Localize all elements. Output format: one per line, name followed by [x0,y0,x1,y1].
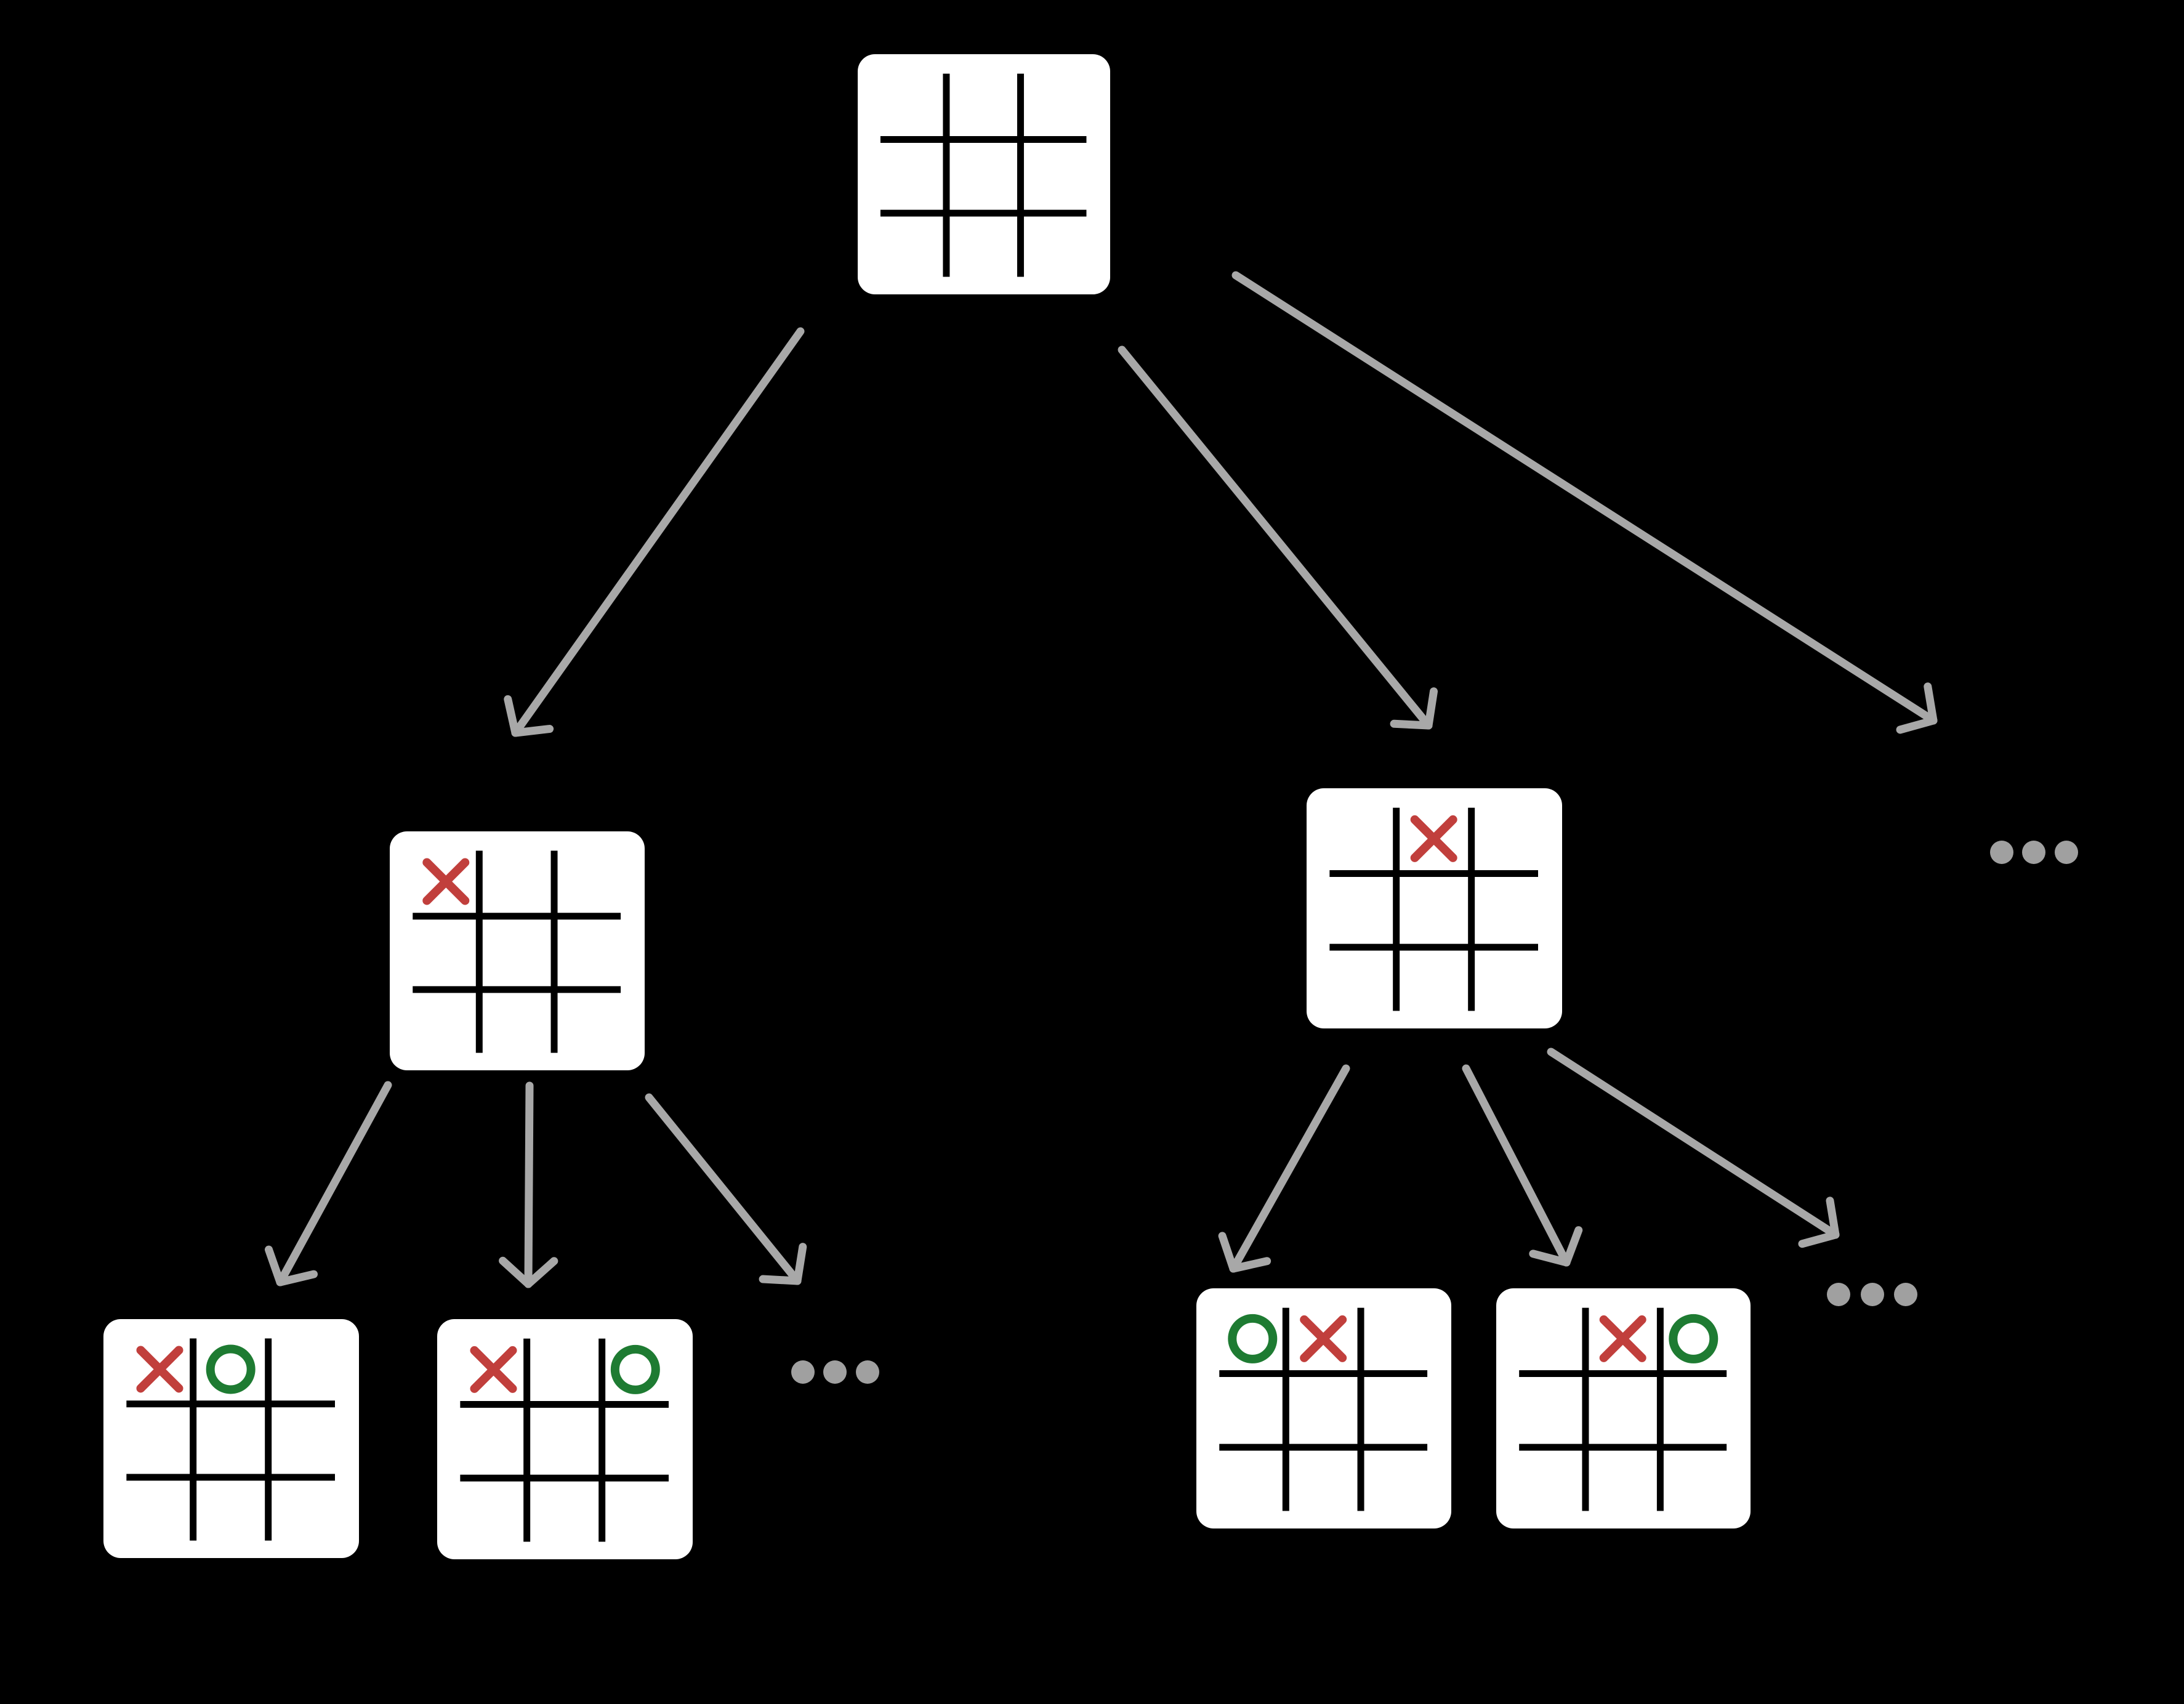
arrow-head-barb [499,1256,533,1288]
ellipsis-right-children-more [1827,1283,1917,1306]
board-card [858,54,1110,294]
arrow-head-barb [759,1275,802,1285]
arrow-xtl-to-leaf-xo-middle [264,1081,392,1286]
arrow-head-barb [793,1243,807,1285]
board-card [1196,1288,1451,1528]
arrow-shaft [645,1093,802,1285]
arrow-head-barb [1896,716,1938,734]
board-node-leaf-x-topleft-o-topright [437,1319,693,1559]
x-mark [136,1346,183,1393]
arrow-xtl-to-more [645,1093,807,1285]
ellipsis-root-children-more [1990,841,2078,864]
arrow-shaft [1118,345,1433,730]
o-mark [1669,1314,1719,1363]
arrow-shaft [1547,1048,1840,1239]
x-mark-stroke [1300,1315,1347,1362]
board-node-leaf-x-topleft-o-topmiddle [103,1319,359,1558]
arrow-head-barb [1798,1230,1840,1248]
ellipsis-left-children-more [791,1360,879,1384]
arrow-head-barb [276,1270,318,1286]
arrow-xtm-to-leaf-xo [1462,1064,1583,1267]
arrow-shaft [1462,1064,1571,1267]
arrow-head-barb [524,1257,558,1288]
ellipsis-dot [856,1360,879,1384]
arrow-shaft [1231,271,1938,725]
board-card [1496,1288,1751,1528]
arrow-root-to-more [1231,271,1938,734]
arrow-root-to-x-top-middle [1118,345,1438,730]
ellipsis-dot [1894,1283,1917,1306]
ellipsis-dot [1827,1283,1850,1306]
arrow-shaft [511,327,805,737]
arrow-xtm-to-more [1547,1048,1840,1248]
arrow-head-barb [1424,687,1438,730]
arrow-shaft [1229,1064,1350,1273]
board-node-leaf-o-topleft-x-topmiddle [1196,1288,1451,1528]
arrow-head-barb [1924,682,1938,725]
board-node-root-empty-board [858,54,1110,294]
x-mark [470,1346,517,1393]
o-mark [206,1344,256,1394]
x-mark [1599,1315,1646,1362]
x-mark [1300,1315,1347,1362]
board-node-child-x-top-middle [1307,788,1562,1028]
o-mark [1228,1314,1278,1363]
x-mark [1410,815,1457,862]
ellipsis-dot [2022,841,2045,864]
o-mark [610,1344,660,1394]
arrow-head-barb [1390,719,1433,730]
arrow-root-to-x-top-left [504,327,805,737]
ellipsis-dot [1861,1283,1884,1306]
arrow-head-barb [1229,1257,1271,1273]
x-mark [422,858,470,905]
board-node-leaf-x-topmiddle-o-topright [1496,1288,1751,1528]
x-mark-stroke [470,1346,517,1393]
arrow-head-barb [1218,1232,1238,1273]
x-mark-stroke [1599,1315,1646,1362]
ellipsis-dot [823,1360,847,1384]
arrow-xtl-to-leaf-xo-right [499,1081,558,1288]
arrow-xtm-to-leaf-ox [1218,1064,1350,1273]
arrow-head-barb [1826,1197,1840,1239]
arrow-head-barb [264,1245,284,1286]
arrow-shaft [276,1081,392,1286]
x-mark-stroke [422,858,470,905]
board-node-child-x-top-left [390,831,645,1070]
arrow-head-barb [511,725,554,737]
ellipsis-dot [1990,841,2013,864]
board-card [1307,788,1562,1028]
ellipsis-dot [791,1360,815,1384]
x-mark-stroke [136,1346,183,1393]
arrow-head-barb [1562,1226,1583,1267]
ellipsis-dot [2055,841,2078,864]
x-mark-stroke [1410,815,1457,862]
arrow-shaft [524,1081,534,1288]
arrow-head-barb [504,695,520,737]
arrow-head-barb [1529,1250,1571,1267]
